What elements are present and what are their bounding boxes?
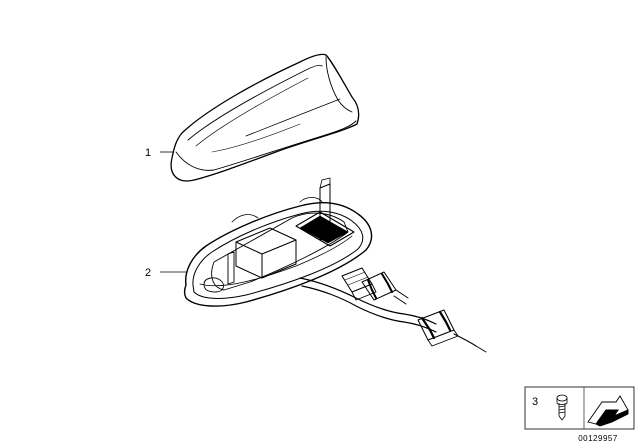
antenna-cover (170, 53, 360, 182)
callout-number-1: 1 (145, 147, 151, 159)
direction-arrow-icon (587, 395, 629, 427)
callout-number-3: 3 (532, 396, 538, 408)
legend-box: 3 (524, 386, 635, 430)
callout-number-2: 2 (145, 267, 151, 279)
document-number: 00129957 (578, 434, 618, 443)
callout-leaders (160, 151, 186, 273)
antenna-base-module (183, 177, 487, 353)
screw-icon (556, 394, 568, 421)
